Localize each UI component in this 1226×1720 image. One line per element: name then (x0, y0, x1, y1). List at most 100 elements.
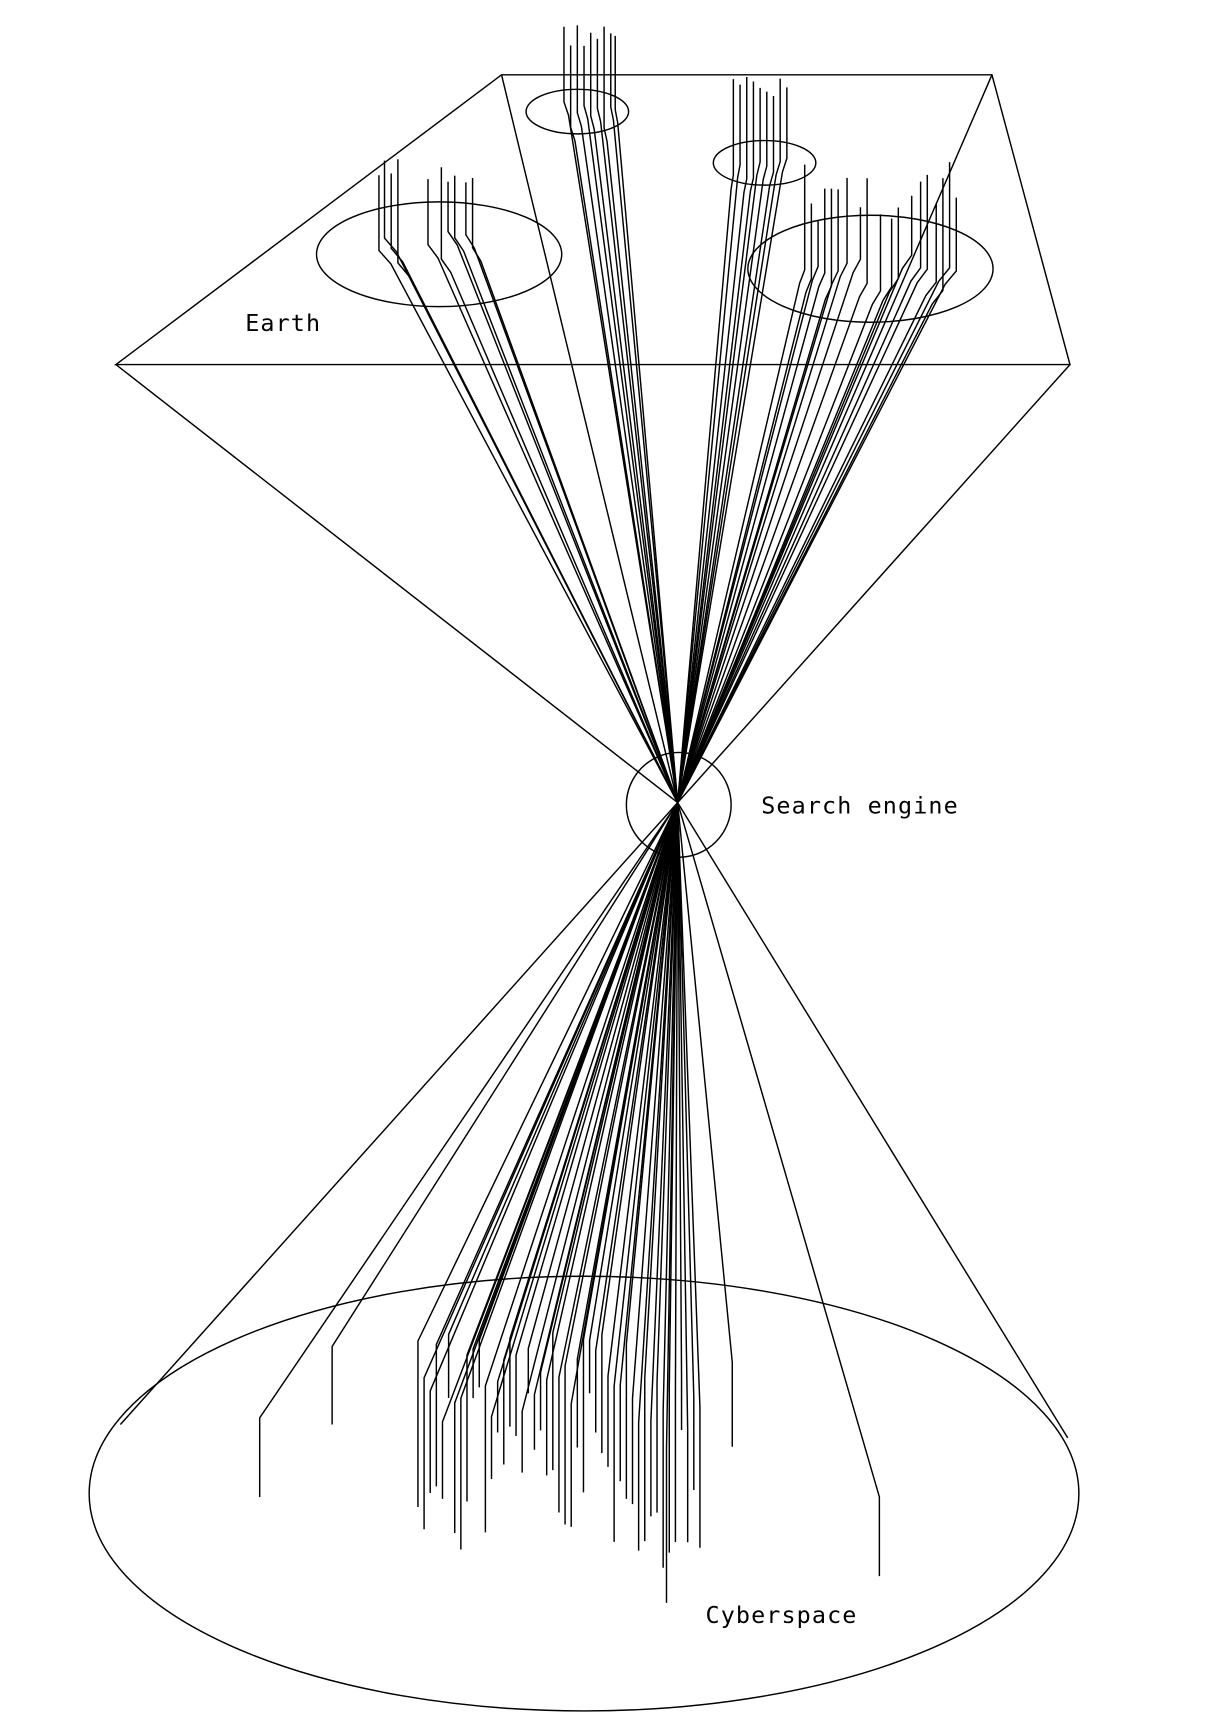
result-line (509, 802, 679, 1427)
query-line (676, 95, 775, 803)
query-line (676, 178, 868, 803)
cyberspace-label: Cyberspace (706, 1601, 858, 1629)
result-line (472, 802, 679, 1399)
earth-region-4 (747, 214, 994, 323)
result-line (417, 802, 679, 1508)
result-line (515, 802, 679, 1436)
query-line (676, 220, 819, 803)
earth-plane (113, 74, 1071, 804)
query-line (471, 178, 679, 803)
result-line (650, 802, 679, 1517)
query-line (676, 203, 813, 803)
query-line (596, 38, 679, 803)
query-line (676, 87, 761, 803)
earth-label: Earth (245, 309, 321, 337)
query-line (676, 91, 768, 803)
query-line (390, 173, 679, 803)
query-line (440, 167, 679, 803)
query-line (676, 177, 848, 803)
query-line (676, 207, 862, 803)
query-line (676, 79, 735, 803)
query-line (569, 45, 679, 803)
query-line (383, 160, 679, 803)
earth-region-2 (712, 139, 817, 186)
query-line (676, 207, 900, 803)
query-line (454, 175, 679, 803)
result-line (539, 802, 679, 1431)
result-line (258, 802, 679, 1497)
result-line (429, 802, 679, 1494)
result-line (676, 802, 733, 1447)
result-line (676, 802, 683, 1431)
query-line (465, 182, 679, 803)
query-line (676, 188, 833, 803)
query-line (676, 162, 951, 803)
earth-query-lines (378, 25, 958, 803)
query-line (676, 195, 913, 803)
result-line (676, 802, 881, 1577)
result-line (484, 802, 679, 1533)
query-line (676, 84, 741, 803)
result-line (423, 802, 679, 1530)
query-line (676, 81, 755, 803)
result-line (521, 802, 679, 1473)
result-line (674, 802, 679, 1543)
result-line (676, 802, 695, 1491)
query-line (610, 33, 679, 803)
result-line (668, 802, 679, 1553)
query-line (447, 181, 679, 803)
result-line (601, 802, 679, 1454)
query-line (676, 197, 958, 803)
query-line (676, 181, 922, 803)
query-line (576, 25, 679, 803)
result-line (331, 802, 679, 1425)
query-line (676, 188, 826, 803)
result-line (466, 802, 679, 1502)
result-line (613, 802, 679, 1542)
query-line (589, 32, 679, 803)
result-line (558, 802, 679, 1513)
query-line (676, 77, 748, 803)
query-line (397, 159, 679, 803)
result-line (637, 802, 679, 1551)
result-line (460, 802, 679, 1550)
query-line (614, 35, 679, 803)
result-line (576, 802, 679, 1448)
query-line (676, 174, 929, 803)
search-engine-label: Search engine (761, 792, 959, 820)
result-line (564, 802, 679, 1525)
query-line (676, 87, 788, 803)
result-line (625, 802, 679, 1499)
query-line (378, 175, 679, 803)
query-line (563, 26, 679, 803)
result-line (435, 802, 679, 1487)
result-line (644, 802, 679, 1542)
result-line (656, 802, 679, 1513)
query-line (676, 164, 806, 803)
query-line (676, 214, 882, 803)
result-line (607, 802, 679, 1467)
result-line (662, 802, 679, 1568)
result-line (552, 802, 679, 1471)
query-line (676, 203, 937, 803)
result-line (582, 802, 679, 1493)
result-line (441, 802, 679, 1499)
result-line (588, 802, 679, 1394)
query-line (603, 26, 679, 803)
query-line (676, 189, 839, 803)
cyberspace-result-lines (258, 802, 881, 1603)
result-line (490, 802, 679, 1480)
result-line (676, 802, 689, 1543)
result-line (595, 802, 679, 1433)
result-line (527, 802, 679, 1394)
result-line (545, 802, 679, 1476)
query-line (676, 218, 893, 803)
result-line (447, 802, 679, 1398)
cyberspace (88, 802, 1080, 1712)
query-line (427, 179, 679, 803)
query-line (676, 178, 944, 803)
earth-region-3 (315, 201, 563, 308)
result-line (619, 802, 679, 1482)
query-line (676, 78, 781, 803)
